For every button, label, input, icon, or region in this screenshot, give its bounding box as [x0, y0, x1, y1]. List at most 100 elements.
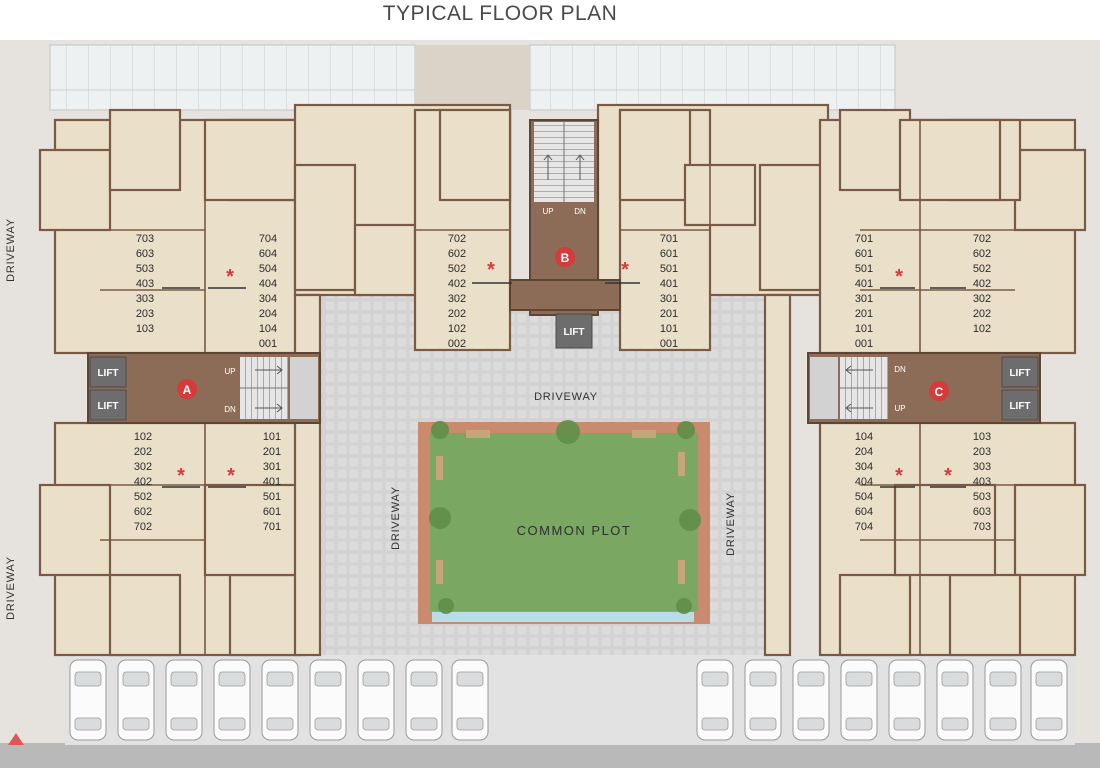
unit-number: 403 — [136, 278, 154, 290]
driveway-label-left-edge-bottom: DRIVEWAY — [5, 556, 17, 620]
parked-car — [696, 659, 734, 741]
unit-markers: ******** — [162, 259, 966, 488]
unit-number: 001 — [660, 338, 678, 350]
unit-marker: * — [177, 465, 185, 487]
driveway-label-left-edge-top: DRIVEWAY — [5, 218, 17, 282]
unit-number: 401 — [855, 278, 873, 290]
parked-car — [165, 659, 203, 741]
canopy-right — [529, 44, 896, 111]
unit-number: 103 — [973, 431, 991, 443]
svg-text:A: A — [183, 383, 192, 397]
svg-text:LIFT: LIFT — [97, 401, 118, 412]
unit-number: 101 — [263, 431, 281, 443]
parked-car — [888, 659, 926, 741]
unit-number: 701 — [263, 521, 281, 533]
unit-marker: * — [621, 259, 629, 281]
svg-text:LIFT: LIFT — [563, 327, 584, 338]
core-badge-a: A — [177, 379, 197, 399]
unit-number: 201 — [263, 446, 281, 458]
unit-number: 404 — [259, 278, 277, 290]
svg-text:LIFT: LIFT — [1009, 368, 1030, 379]
stair-a-dn-label: DN — [224, 405, 236, 414]
unit-number: 402 — [134, 476, 152, 488]
unit-number: 102 — [973, 323, 991, 335]
unit-number: 704 — [855, 521, 873, 533]
stair-core-a — [87, 352, 321, 424]
unit-number: 503 — [136, 263, 154, 275]
stair-b-dn-label: DN — [574, 207, 586, 216]
unit-number: 002 — [448, 338, 466, 350]
parked-car — [840, 659, 878, 741]
parked-car — [357, 659, 395, 741]
unit-number: 702 — [973, 233, 991, 245]
parked-car — [309, 659, 347, 741]
unit-number: 601 — [855, 248, 873, 260]
unit-number: 104 — [259, 323, 277, 335]
unit-number: 302 — [448, 293, 466, 305]
parked-car — [69, 659, 107, 741]
unit-number: 501 — [660, 263, 678, 275]
unit-number: 001 — [855, 338, 873, 350]
unit-number: 504 — [855, 491, 873, 503]
parked-car — [213, 659, 251, 741]
unit-number: 103 — [136, 323, 154, 335]
unit-number: 704 — [259, 233, 277, 245]
unit-number: 202 — [134, 446, 152, 458]
parked-car — [984, 659, 1022, 741]
road-strip — [0, 743, 1100, 768]
canopy-center — [415, 45, 530, 110]
unit-number: 501 — [855, 263, 873, 275]
unit-number: 502 — [134, 491, 152, 503]
unit-number: 204 — [855, 446, 873, 458]
unit-number: 101 — [660, 323, 678, 335]
lift-box: LIFT — [89, 389, 127, 421]
unit-number: 402 — [973, 278, 991, 290]
parked-car — [1030, 659, 1068, 741]
stair-a-up-label: UP — [224, 367, 235, 376]
unit-number: 201 — [855, 308, 873, 320]
unit-number: 303 — [136, 293, 154, 305]
unit-number: 604 — [259, 248, 277, 260]
unit-marker: * — [895, 266, 903, 288]
stair-core-c — [807, 352, 1041, 424]
unit-number: 501 — [263, 491, 281, 503]
common-plot-label: COMMON PLOT — [517, 523, 632, 538]
svg-text:C: C — [935, 385, 944, 399]
unit-number: 603 — [136, 248, 154, 260]
common-plot — [418, 420, 710, 624]
unit-number: 703 — [136, 233, 154, 245]
svg-text:B: B — [561, 251, 570, 265]
unit-number: 102 — [134, 431, 152, 443]
unit-number: 703 — [973, 521, 991, 533]
unit-number-lists: 7036035034033032031037046045044043042041… — [134, 233, 991, 533]
svg-text:LIFT: LIFT — [97, 368, 118, 379]
unit-number: 502 — [448, 263, 466, 275]
unit-number: 602 — [134, 506, 152, 518]
parked-car — [936, 659, 974, 741]
canopy-left — [49, 44, 416, 111]
unit-number: 001 — [259, 338, 277, 350]
driveway-label-courtyard-right: DRIVEWAY — [725, 492, 737, 556]
unit-number: 403 — [973, 476, 991, 488]
unit-marker: * — [227, 465, 235, 487]
stair-core-b — [509, 119, 621, 316]
core-badge-b: B — [555, 247, 575, 267]
unit-marker: * — [944, 465, 952, 487]
unit-number: 202 — [448, 308, 466, 320]
parked-car — [451, 659, 489, 741]
unit-number: 101 — [855, 323, 873, 335]
unit-number: 401 — [660, 278, 678, 290]
unit-number: 401 — [263, 476, 281, 488]
lift-box: LIFT — [1001, 356, 1039, 388]
unit-number: 303 — [973, 461, 991, 473]
unit-number: 601 — [263, 506, 281, 518]
unit-number: 104 — [855, 431, 873, 443]
parking-cars — [69, 659, 1068, 741]
unit-number: 502 — [973, 263, 991, 275]
unit-number: 301 — [660, 293, 678, 305]
unit-number: 201 — [660, 308, 678, 320]
parked-car — [405, 659, 443, 741]
lift-box: LIFT — [89, 356, 127, 388]
unit-number: 302 — [973, 293, 991, 305]
unit-number: 503 — [973, 491, 991, 503]
